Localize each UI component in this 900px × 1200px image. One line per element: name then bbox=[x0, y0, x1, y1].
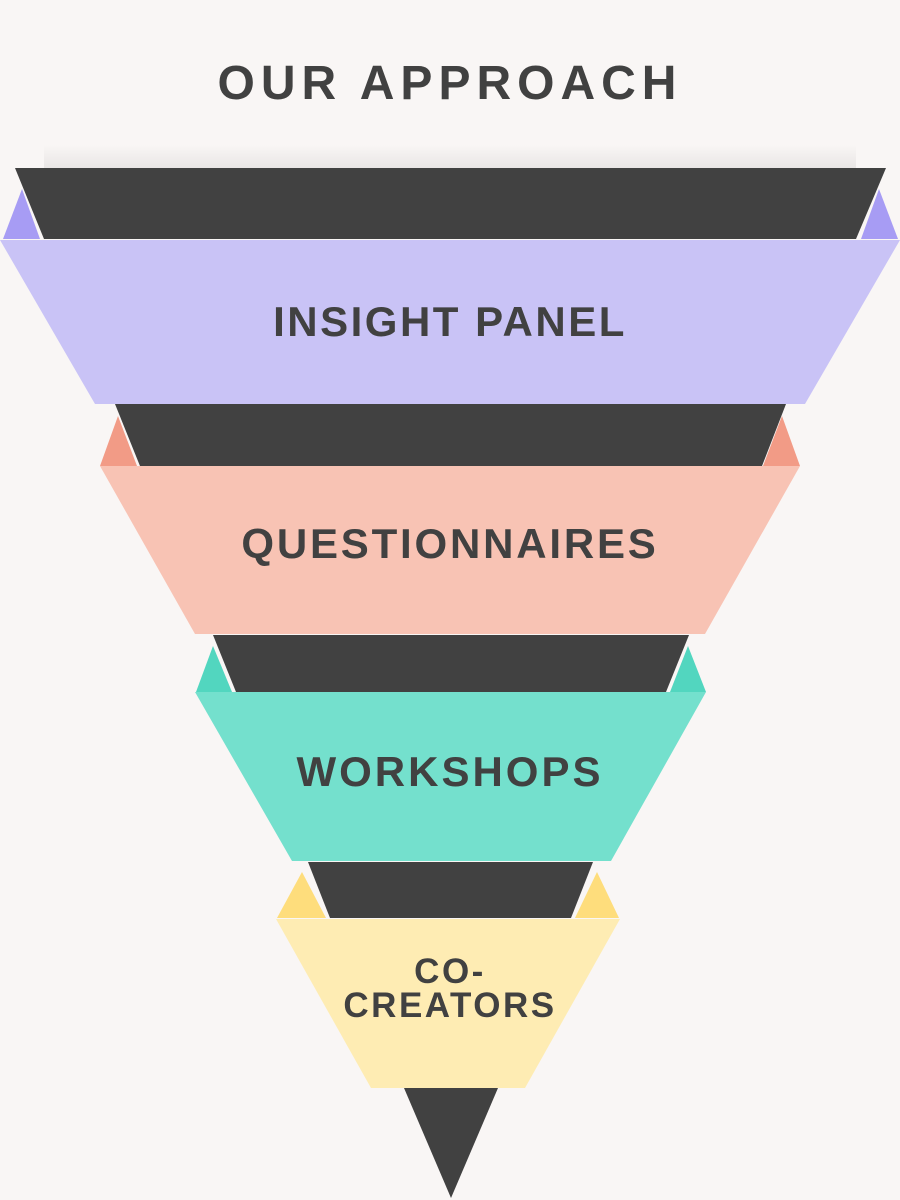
dark-band-3 bbox=[213, 635, 689, 692]
band-insight-panel bbox=[0, 240, 900, 404]
accent-triangle-left-1 bbox=[3, 189, 40, 239]
funnel-top-shadow bbox=[44, 145, 856, 168]
level-label-workshops: WORKSHOPS bbox=[296, 748, 604, 795]
page-title: OUR APPROACH bbox=[217, 57, 683, 110]
accent-triangle-right-1 bbox=[861, 189, 898, 239]
accent-triangle-left-4 bbox=[277, 872, 326, 918]
accent-triangle-left-2 bbox=[100, 416, 137, 466]
dark-band-1 bbox=[15, 168, 886, 239]
dark-band-2 bbox=[115, 404, 786, 466]
level-label-line: CREATORS bbox=[343, 986, 557, 1025]
band-co-creators bbox=[276, 919, 620, 1088]
accent-triangle-right-3 bbox=[670, 646, 706, 692]
dark-band-4 bbox=[308, 862, 593, 918]
level-label-insight-panel: INSIGHT PANEL bbox=[273, 298, 627, 345]
level-label-line: CO- bbox=[414, 952, 486, 991]
funnel-tip bbox=[404, 1088, 498, 1198]
band-questionnaires bbox=[100, 466, 800, 634]
level-label-co-creators: CO- CREATORS bbox=[0, 952, 900, 1025]
accent-triangle-right-2 bbox=[763, 416, 800, 466]
accent-triangle-left-3 bbox=[196, 646, 232, 692]
band-workshops bbox=[195, 692, 706, 861]
accent-triangle-right-4 bbox=[575, 872, 619, 918]
level-label-questionnaires: QUESTIONNAIRES bbox=[241, 520, 659, 567]
